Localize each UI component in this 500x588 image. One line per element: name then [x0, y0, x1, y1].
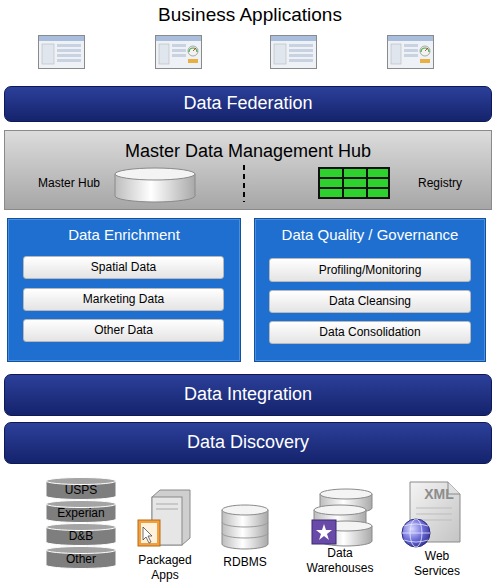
node-text: Data Consolidation: [319, 325, 420, 339]
divider-line: [243, 165, 245, 202]
node-text: Data Integration: [184, 384, 312, 406]
node-text: Profiling/Monitoring: [319, 263, 422, 277]
source-disk: D&B: [45, 523, 117, 546]
node-text: Data Cleansing: [329, 294, 411, 308]
node-text: Data Discovery: [187, 432, 309, 454]
packaged-apps-icon: [138, 490, 190, 546]
node-text: Data Enrichment: [8, 226, 240, 244]
source-disk: Experian: [45, 500, 117, 523]
node-text: Data Federation: [183, 93, 312, 115]
node-text: Spatial Data: [91, 260, 156, 274]
source-label: Web Services: [405, 549, 469, 579]
federation-band: Data Federation: [4, 86, 492, 122]
enrichment-item: Other Data: [23, 319, 224, 342]
node-text: Master Data Management Hub: [5, 141, 491, 163]
source-disk: Other: [45, 546, 117, 569]
part-label: Registry: [418, 176, 488, 191]
source-label: Packaged Apps: [133, 553, 197, 583]
node-text: USPS: [65, 483, 98, 497]
quality-item: Profiling/Monitoring: [269, 258, 471, 282]
icon-text: XML: [415, 487, 463, 502]
rdbms-cylinder: [222, 505, 268, 549]
integration-band: Data Integration: [4, 374, 492, 416]
node-text: D&B: [69, 529, 94, 543]
registry-grid: [318, 167, 390, 199]
enrichment-item: Marketing Data: [23, 288, 224, 311]
source-disk: USPS: [45, 477, 117, 500]
node-text: Marketing Data: [83, 292, 164, 306]
node-text: Other: [66, 552, 96, 566]
node-text: Experian: [57, 506, 104, 520]
node-text: Data Quality / Governance: [255, 226, 485, 244]
data-warehouses-icon: [312, 489, 372, 546]
discovery-band: Data Discovery: [4, 422, 492, 464]
enrichment-group: Data EnrichmentSpatial DataMarketing Dat…: [7, 218, 241, 362]
mdm-hub-box: Master Data Management Hub: [4, 130, 492, 210]
quality-item: Data Cleansing: [269, 290, 471, 313]
quality-item: Data Consolidation: [269, 321, 471, 344]
source-label: RDBMS: [210, 555, 280, 570]
node-text: Other Data: [94, 323, 153, 337]
app-window-icon: [39, 36, 85, 69]
diagram-title: Business Applications: [0, 4, 500, 26]
app-window-icon: [388, 36, 434, 69]
app-window-icon: [271, 36, 317, 69]
web-services-icon: [402, 482, 460, 547]
part-label: Master Hub: [38, 176, 118, 191]
enrichment-item: Spatial Data: [23, 256, 224, 279]
source-label: Data Warehouses: [298, 546, 382, 576]
master-hub-cylinder: [115, 168, 195, 202]
app-window-icon: [156, 36, 202, 69]
quality-group: Data Quality / GovernanceProfiling/Monit…: [254, 218, 486, 362]
